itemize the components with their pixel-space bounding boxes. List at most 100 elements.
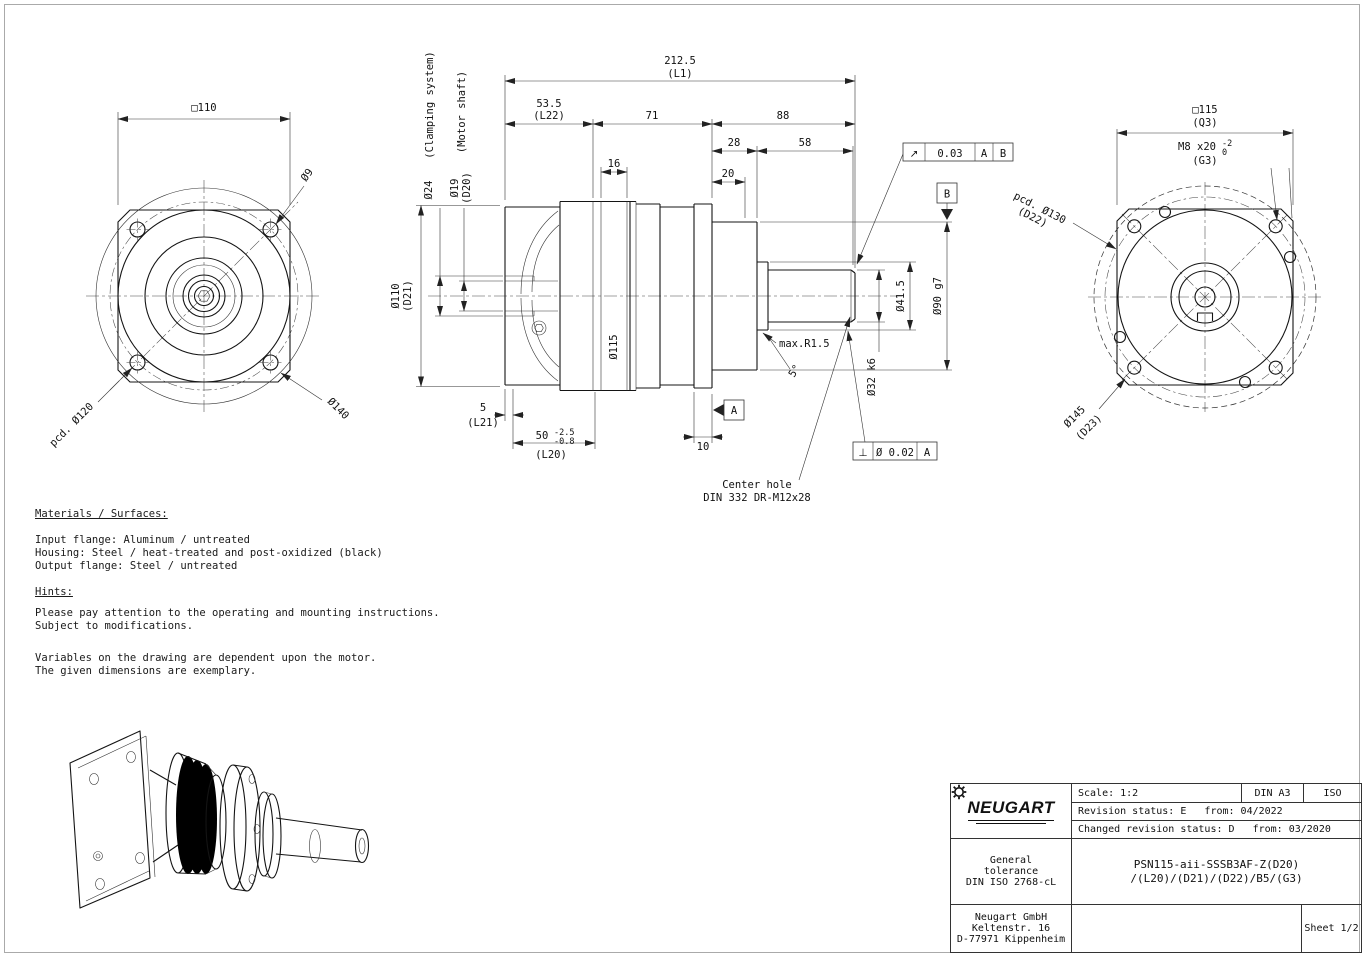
format-cell: DIN A3	[1241, 784, 1303, 802]
rear-thread-label: M8 x20	[1178, 141, 1216, 153]
iso-flange-holes	[89, 751, 145, 890]
rear-od-callout: Ø145 (D23)	[1062, 378, 1126, 443]
rear-thread-tol-upper: -2	[1222, 139, 1232, 149]
rear-dim-115-ref: (Q3)	[1192, 117, 1217, 129]
dim-d90: Ø90 g7	[932, 277, 944, 315]
variables-line-2: The given dimensions are exemplary.	[35, 665, 257, 677]
rear-center-hole-circle	[1194, 286, 1216, 308]
section-body	[504, 200, 856, 392]
company-line-2: Keltenstr. 16	[971, 923, 1051, 934]
dim-58: 58	[799, 137, 812, 149]
center-hole-line2: DIN 332 DR-M12x28	[703, 492, 810, 504]
materials-title: Materials / Surfaces:	[35, 508, 168, 520]
dim-d32: Ø32 k6	[866, 358, 878, 396]
part-number-cell: PSN115-aii-SSSB3AF-Z(D20) /(L20)/(D21)/(…	[1071, 838, 1361, 904]
sheet-cell: Sheet 1/2	[1301, 904, 1361, 952]
logo-cell: NEUGART	[951, 784, 1071, 838]
datum-b-label: B	[944, 189, 950, 201]
front-od-circle	[95, 187, 313, 405]
rear-flange-outline	[1116, 208, 1294, 386]
part-number-line-2: /(L20)/(D21)/(D22)/B5/(G3)	[1130, 871, 1303, 885]
changed-revision-cell: Changed revision status: D from: 03/2020	[1071, 820, 1361, 838]
front-shaft-bore-circle	[187, 279, 221, 313]
materials-line-2: Housing: Steel / heat-treated and post-o…	[35, 547, 383, 559]
front-flange-outline	[117, 209, 291, 383]
rear-shaft-circle	[1178, 270, 1232, 324]
rear-thread-tol-lower: 0	[1222, 148, 1227, 158]
rear-pcd-callout: pcd. Ø130 (D22)	[1012, 190, 1117, 250]
iso-output-flange-front	[233, 766, 261, 892]
rear-view-centerlines	[1088, 182, 1322, 412]
front-bore-circle-2	[172, 264, 236, 328]
iso-shaft-center-hole	[358, 837, 366, 855]
front-pcd-label: pcd. Ø120	[47, 401, 96, 450]
label-motor-shaft: (Motor shaft)	[456, 71, 468, 153]
dim-d41-5: Ø41.5	[895, 280, 907, 312]
iso-shaft-lines	[275, 817, 363, 863]
label-clamping-system: (Clamping system)	[424, 51, 436, 158]
dim-l20-tol-upper: -2.5	[554, 428, 574, 438]
hints-title: Hints:	[35, 586, 73, 598]
front-bore-circle-1	[165, 257, 243, 335]
dim-d24: Ø24	[423, 181, 435, 200]
angle-callout: 5°	[766, 334, 803, 380]
label-max-r: max.R1.5	[779, 338, 830, 350]
logo-underline-1	[968, 820, 1054, 821]
dim-16: 16	[608, 158, 621, 170]
tolerance-line-1: General	[989, 855, 1033, 866]
rear-face-holes	[1113, 205, 1297, 389]
section-view: 212.5 (L1) 53.5 (L22) 71 88 28 58 16 20 …	[390, 51, 1014, 504]
gdt-perp-datum: A	[924, 447, 931, 459]
center-hole-callout: Center hole DIN 332 DR-M12x28	[703, 316, 851, 504]
scale-cell: Scale: 1:2	[1071, 784, 1241, 802]
iso-output-flange-holes	[248, 774, 261, 884]
gdt-runout-datum-a: A	[981, 148, 988, 160]
rear-boss-circle	[1170, 262, 1240, 332]
rear-keyway	[1196, 312, 1214, 321]
dim-d19: Ø19	[449, 179, 461, 198]
front-od-label: Ø140	[325, 396, 351, 422]
isometric-view	[69, 730, 370, 909]
dim-l1: 212.5	[664, 55, 696, 67]
dim-20: 20	[722, 168, 735, 180]
section-dimension-lines	[418, 78, 950, 446]
dim-d110-ref: (D21)	[402, 280, 414, 312]
datum-a-flag: A	[713, 399, 745, 421]
title-block: NEUGART Scale: 1:2 DIN A3 ISO Revision s…	[950, 783, 1362, 953]
label-angle: 5°	[786, 362, 803, 379]
gdt-runout-frame: ↗ 0.03 A B	[856, 142, 1014, 265]
dim-d19-ref: (D20)	[461, 172, 473, 204]
gdt-perpendicularity-frame: ⊥ Ø 0.02 A	[846, 330, 938, 461]
tolerance-line-2: tolerance	[983, 866, 1039, 877]
iso-shaft-end	[354, 828, 370, 864]
front-od-callout: Ø140	[280, 372, 351, 422]
rear-thread-ref: (G3)	[1192, 155, 1217, 167]
logo-underline-2	[976, 823, 1046, 824]
rear-od-circle	[1093, 185, 1317, 409]
section-extension-lines	[416, 75, 952, 449]
materials-line-3: Output flange: Steel / untreated	[35, 560, 238, 572]
hints-line-1: Please pay attention to the operating an…	[35, 607, 440, 619]
max-r-callout: max.R1.5	[762, 332, 830, 350]
tolerance-cell: General tolerance DIN ISO 2768-cL	[951, 838, 1071, 904]
front-pcd-callout: pcd. Ø120	[47, 367, 133, 450]
front-boss-circle	[144, 236, 264, 356]
dim-l20-tol-lower: -0.8	[554, 437, 574, 447]
company-cell: Neugart GmbH Keltenstr. 16 D-77971 Kippe…	[951, 904, 1071, 952]
neugart-logo: NEUGART	[951, 784, 1054, 818]
front-dim-110: □110	[117, 102, 291, 205]
rear-dim-115-label: □115	[1192, 104, 1217, 116]
gdt-runout-symbol: ↗	[910, 148, 919, 160]
front-screw-hex	[197, 290, 211, 302]
front-hole-label: Ø9	[299, 166, 316, 183]
sheet-border	[4, 4, 1360, 953]
front-pilot-circle	[117, 209, 291, 383]
dim-88: 88	[777, 110, 790, 122]
dim-l20: 50	[536, 430, 549, 442]
iso-flange-plate	[69, 730, 151, 909]
gear-icon	[951, 784, 967, 800]
dim-d115: Ø115	[608, 334, 620, 359]
iso-bell-lines	[149, 769, 182, 863]
dim-28: 28	[728, 137, 741, 149]
